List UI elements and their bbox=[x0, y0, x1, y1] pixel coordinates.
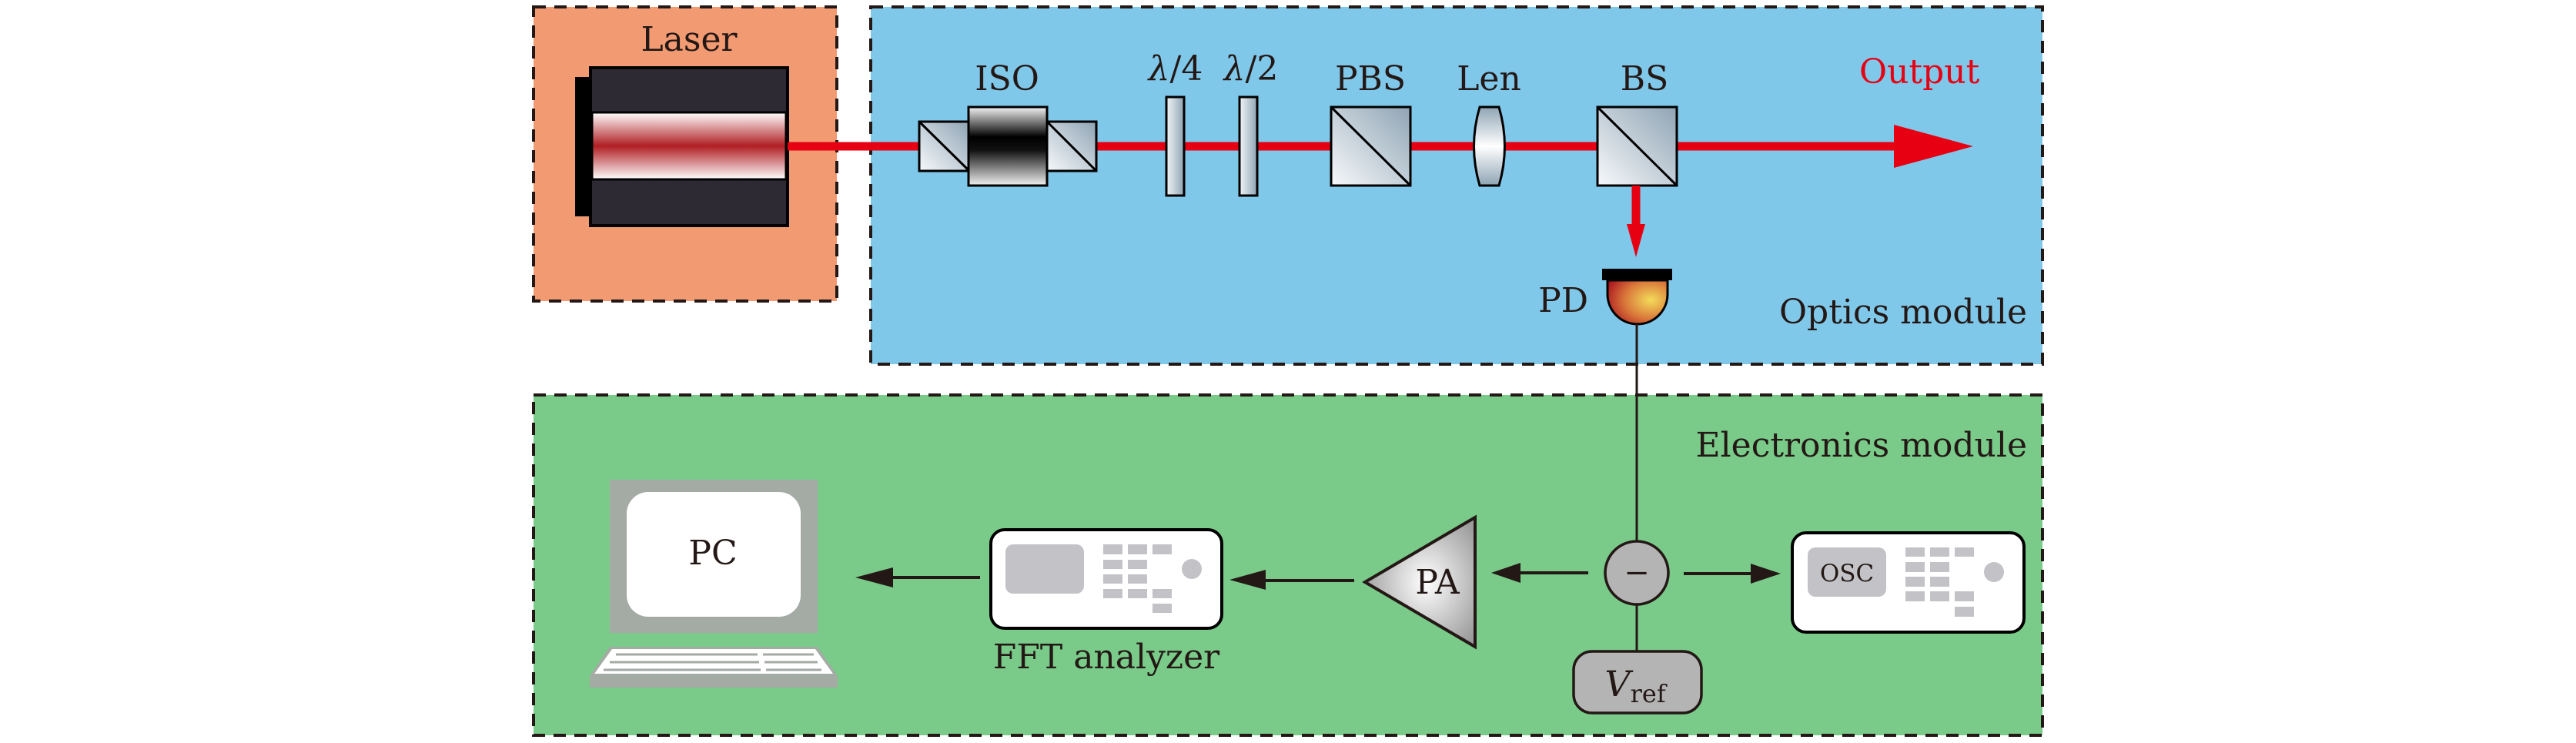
photodetector-icon bbox=[1602, 269, 1672, 326]
laser-title: Laser bbox=[641, 20, 738, 59]
osc-knob bbox=[1984, 562, 2004, 582]
half-wave-plate-icon bbox=[1238, 95, 1259, 197]
half-wave-plate-label: λ/2 bbox=[1223, 49, 1279, 89]
lens-icon bbox=[1473, 105, 1506, 187]
vref-main: V bbox=[1604, 663, 1634, 705]
fft-analyzer-label: FFT analyzer bbox=[993, 638, 1220, 677]
optics-module-title: Optics module bbox=[1779, 293, 2027, 332]
fft-analyzer-instrument bbox=[989, 528, 1223, 630]
fft-knob bbox=[1182, 559, 1202, 579]
pc-screen bbox=[627, 492, 801, 617]
pc-computer-icon: PC bbox=[590, 480, 838, 688]
osc-keypad bbox=[1905, 547, 1974, 617]
subtractor-node: − bbox=[1604, 540, 1670, 606]
subtractor-minus-sign: − bbox=[1624, 555, 1650, 591]
reflected-beam-arrowhead bbox=[1627, 224, 1645, 257]
electronics-module-title: Electronics module bbox=[1695, 426, 2027, 465]
vref-source: Vref bbox=[1572, 650, 1703, 715]
fft-keypad bbox=[1103, 544, 1172, 613]
pa-to-fft-arrowhead bbox=[1229, 570, 1266, 590]
pc-keyboard bbox=[590, 647, 838, 688]
output-label: Output bbox=[1859, 52, 1980, 92]
pbs-cube-icon bbox=[1330, 105, 1412, 187]
isolator-icon bbox=[918, 105, 1098, 187]
pa-label: PA bbox=[1415, 563, 1460, 602]
signal-to-pa-arrowhead bbox=[1491, 563, 1521, 583]
lens-label: Len bbox=[1457, 59, 1521, 99]
osc-screen bbox=[1808, 547, 1886, 597]
fft-to-pc-arrowhead bbox=[855, 567, 893, 587]
fft-screen bbox=[1005, 544, 1084, 594]
oscilloscope-instrument: OSC bbox=[1791, 531, 2026, 634]
pd-label: PD bbox=[1538, 281, 1588, 320]
vref-subscript: ref bbox=[1631, 679, 1668, 708]
bs-label: BS bbox=[1621, 59, 1668, 99]
bs-cube-icon bbox=[1596, 105, 1678, 187]
preamplifier: PA bbox=[1362, 514, 1477, 650]
laser-head-icon bbox=[575, 66, 789, 227]
signal-to-osc-arrowhead bbox=[1751, 564, 1781, 584]
output-arrowhead bbox=[1894, 125, 1973, 168]
optics-module-box bbox=[869, 5, 2044, 366]
pbs-label: PBS bbox=[1335, 59, 1406, 99]
pc-label: PC bbox=[688, 534, 737, 573]
svg-text:Vref: Vref bbox=[1604, 663, 1667, 708]
iso-label: ISO bbox=[975, 59, 1039, 99]
osc-label: OSC bbox=[1820, 560, 1874, 587]
quarter-wave-plate-icon bbox=[1165, 95, 1186, 197]
quarter-wave-plate-label: λ/4 bbox=[1147, 49, 1203, 89]
